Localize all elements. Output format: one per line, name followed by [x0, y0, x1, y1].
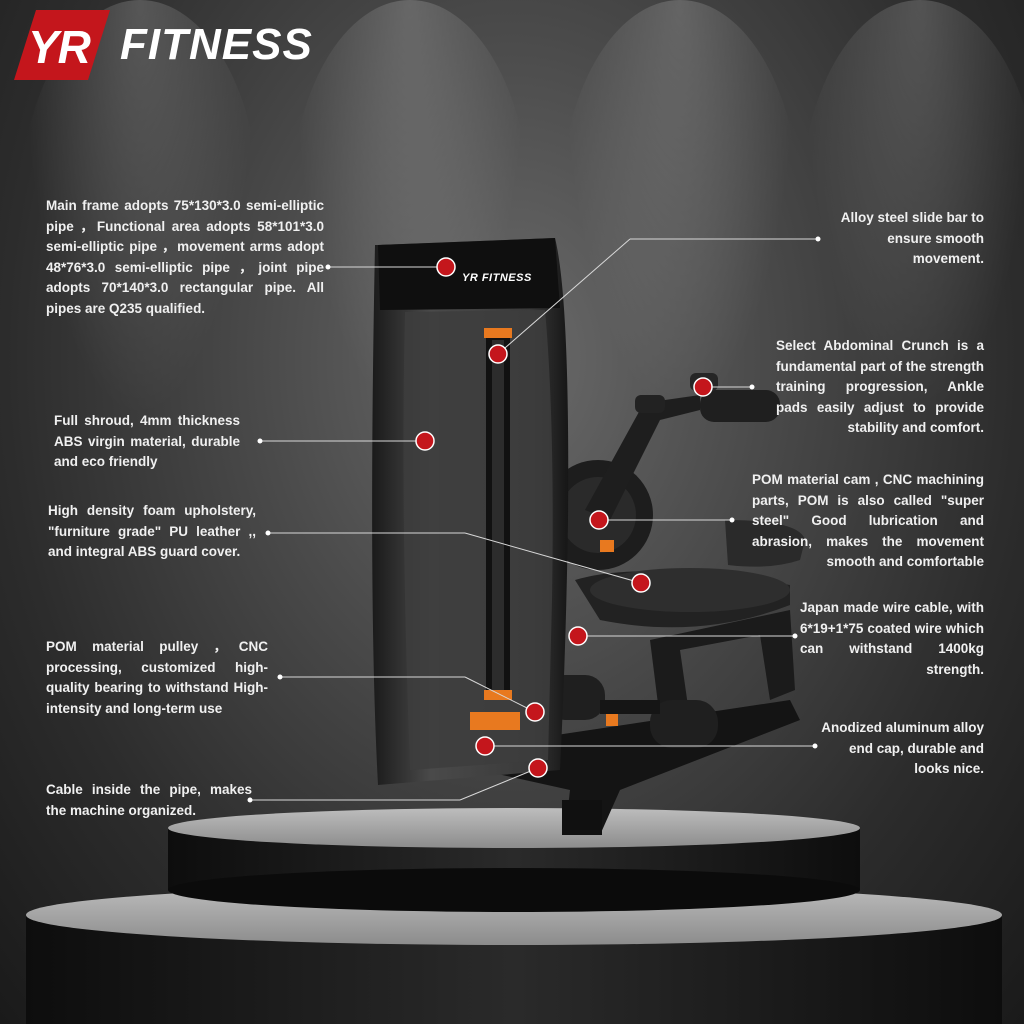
callout-cam: POM material cam , CNC machining parts, … — [752, 472, 984, 569]
callout-endpoints — [247, 236, 821, 803]
callout-frame: Main frame adopts 75*130*3.0 semi-ellipt… — [46, 198, 324, 316]
callout-shroud: Full shroud, 4mm thickness ABS virgin ma… — [54, 413, 240, 469]
marker-slide-bar — [488, 344, 508, 364]
marker-end-cap — [475, 736, 495, 756]
logo-mark-text: YR — [28, 21, 91, 73]
marker-cable-pipe — [528, 758, 548, 778]
marker-shroud — [415, 431, 435, 451]
logo-wordmark: FITNESS — [120, 20, 313, 69]
callout-lines — [250, 238, 818, 801]
callout-end-cap: Anodized aluminum alloy end cap, durable… — [821, 720, 984, 776]
marker-pulley — [525, 702, 545, 722]
callout-wire: Japan made wire cable, with 6*19+1*75 co… — [800, 600, 984, 677]
callout-pulley: POM material pulley ，CNC processing, cus… — [46, 639, 268, 716]
logo-parallelogram — [14, 10, 110, 80]
machine-badge: YR FITNESS — [462, 272, 532, 284]
abdominal-crunch-machine — [372, 238, 805, 835]
machine-badge-text: YR FITNESS — [462, 272, 532, 284]
callout-slide-bar: Alloy steel slide bar to ensure smooth m… — [840, 210, 984, 266]
spotlight — [800, 0, 1024, 420]
callout-abdominal: Select Abdominal Crunch is a fundamental… — [776, 338, 984, 435]
marker-frame — [436, 257, 456, 277]
callout-upholstery: High density foam upholstery, "furniture… — [48, 503, 256, 559]
brand-logo: YR FITNESS — [14, 10, 313, 80]
marker-cam — [589, 510, 609, 530]
callout-markers — [415, 257, 713, 778]
marker-seat — [631, 573, 651, 593]
callout-cable-pipe: Cable inside the pipe, makes the machine… — [46, 782, 252, 818]
logo-mark: YR — [14, 10, 110, 80]
spotlight — [560, 0, 800, 420]
marker-ankle-pad — [693, 377, 713, 397]
marker-wire — [568, 626, 588, 646]
podium-upper — [168, 808, 860, 912]
